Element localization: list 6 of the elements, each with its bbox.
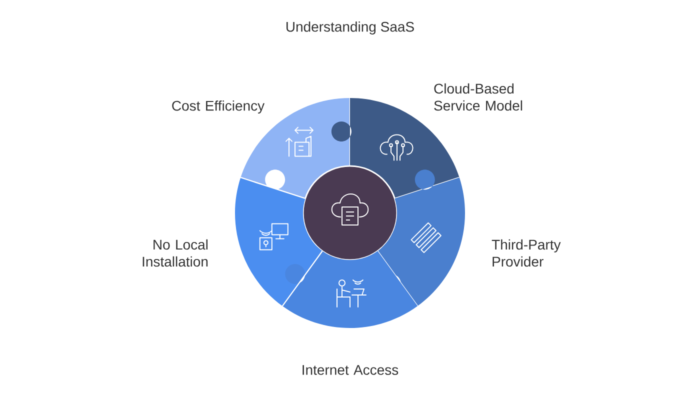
segment-label: Third-Party Provider — [492, 239, 561, 267]
segment-label: Cost Efficiency — [172, 100, 265, 114]
segment-label: No Local Installation — [142, 239, 208, 267]
title: Understanding SaaS — [286, 21, 414, 35]
segment-label: Cloud-Based Service Model — [434, 83, 522, 111]
segment-label: Internet Access — [302, 365, 398, 375]
